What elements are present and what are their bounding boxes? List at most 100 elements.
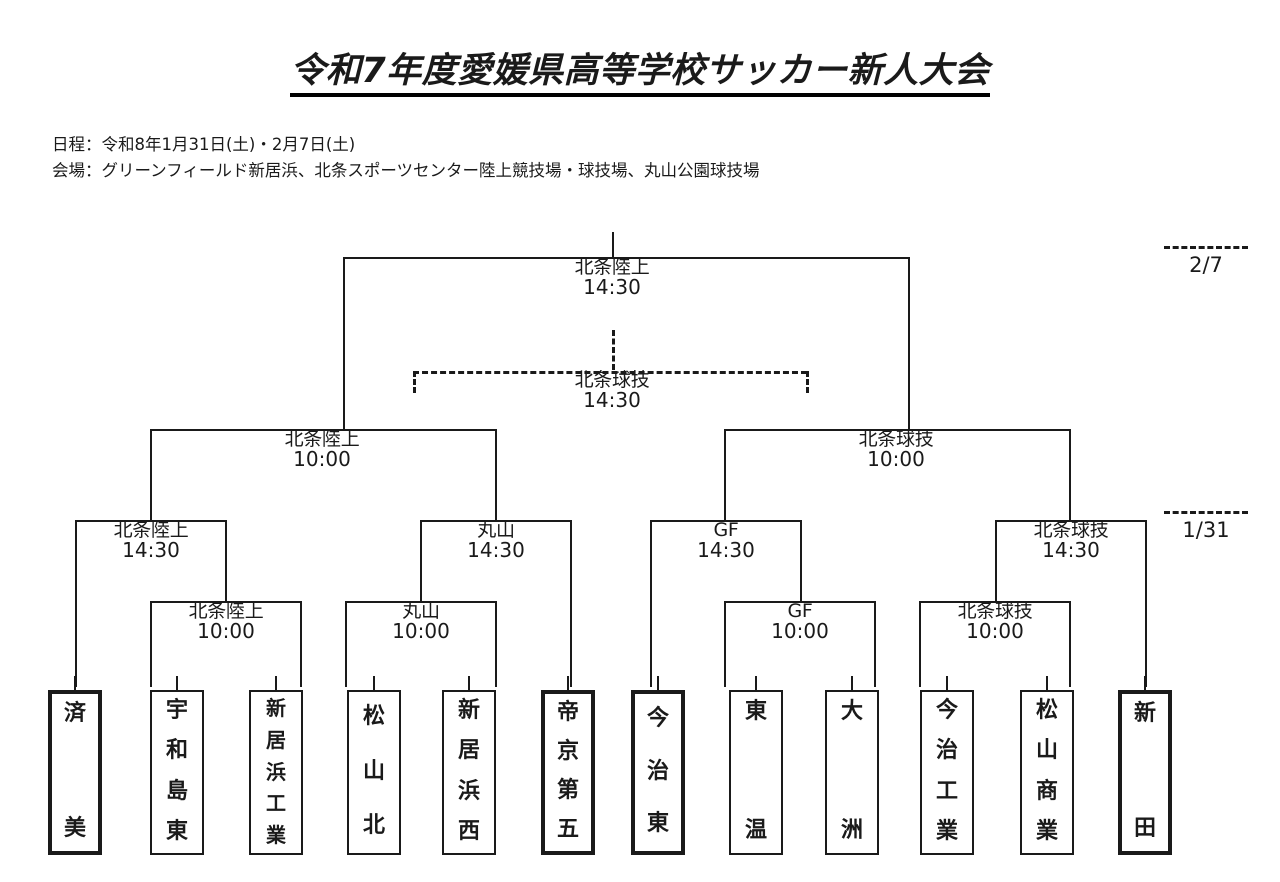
team-box[interactable]: 松山商業 xyxy=(1020,690,1074,855)
team-box[interactable]: 新居浜西 xyxy=(442,690,496,855)
team-name-char: 治 xyxy=(646,758,669,784)
qf1-horizontal-connector xyxy=(75,520,227,522)
match-final-venue: 北条陸上 xyxy=(574,256,650,278)
qf3-rightleg xyxy=(800,520,802,602)
match-r1c: GF 10:00 xyxy=(700,600,900,644)
team-name-char: 山 xyxy=(1035,738,1058,764)
match-qf2-venue: 丸山 xyxy=(477,519,515,541)
match-r1b: 丸山 10:00 xyxy=(321,600,521,644)
r1a-leftleg xyxy=(150,601,152,687)
match-r1b-venue: 丸山 xyxy=(402,600,440,622)
venue-line: 会場：グリーンフィールド新居浜、北条スポーツセンター陸上競技場・球技場、丸山公園… xyxy=(52,161,760,180)
match-qf4: 北条球技 14:30 xyxy=(971,520,1171,563)
team-box[interactable]: 松山北 xyxy=(347,690,401,855)
match-semi-right-time: 10:00 xyxy=(867,447,925,472)
team-box[interactable]: 新田 xyxy=(1118,690,1172,855)
team-name-char: 浜 xyxy=(457,778,480,804)
final-right-leg xyxy=(908,257,910,429)
team-stem xyxy=(1144,676,1146,692)
page-title-text: 令和7年度愛媛県高等学校サッカー新人大会 xyxy=(290,51,990,97)
semi-right-rightleg xyxy=(1069,429,1071,521)
team-box[interactable]: 帝京第五 xyxy=(541,690,595,855)
r1a-horizontal-connector xyxy=(150,601,302,603)
team-name-char: 治 xyxy=(935,738,958,764)
team-name-char: 今 xyxy=(935,698,958,723)
qf4-rightleg xyxy=(1145,520,1147,687)
match-qf1-time: 14:30 xyxy=(122,538,180,563)
qf4-horizontal-connector xyxy=(995,520,1147,522)
match-r1a: 北条陸上 10:00 xyxy=(126,600,326,644)
match-qf3: GF 14:30 xyxy=(626,520,826,563)
team-name-char: 第 xyxy=(556,778,579,803)
team-name-char: 山 xyxy=(362,758,385,784)
team-box[interactable]: 今治工業 xyxy=(920,690,974,855)
match-qf4-time: 14:30 xyxy=(1042,538,1100,563)
match-r1d: 北条球技 10:00 xyxy=(895,600,1095,642)
team-name-char: 北 xyxy=(362,813,385,838)
team-box[interactable]: 東温 xyxy=(729,690,783,855)
team-name-char: 工 xyxy=(266,791,286,816)
team-name-char: 温 xyxy=(744,818,767,843)
match-r1c-venue: GF xyxy=(787,600,813,622)
team-name-char: 業 xyxy=(266,823,286,847)
team-name-char: 美 xyxy=(63,816,86,841)
final-champion-stem xyxy=(612,232,614,258)
semi-right-horizontal-connector xyxy=(724,429,1071,431)
team-stem xyxy=(851,676,853,692)
date-marker-feb7: 2/7 xyxy=(1158,246,1254,277)
date-marker-rule xyxy=(1164,246,1248,249)
team-name-char: 西 xyxy=(457,818,480,844)
match-qf3-time: 14:30 xyxy=(697,538,755,563)
qf1-leftleg xyxy=(75,520,77,687)
team-name-char: 新 xyxy=(266,696,286,720)
team-box[interactable]: 新居浜工業 xyxy=(249,690,303,855)
r1c-leftleg xyxy=(724,601,726,687)
team-box[interactable]: 済美 xyxy=(48,690,102,855)
r1c-horizontal-connector xyxy=(724,601,876,603)
team-stem xyxy=(755,676,757,692)
team-name-char: 居 xyxy=(457,738,480,764)
team-name-char: 東 xyxy=(165,818,188,844)
match-r1c-time: 10:00 xyxy=(771,619,829,644)
match-qf1: 北条陸上 14:30 xyxy=(51,519,251,563)
match-r1a-time: 10:00 xyxy=(197,619,255,644)
team-name-char: 和 xyxy=(165,738,188,764)
team-name-char: 今 xyxy=(646,706,669,731)
match-r1a-venue: 北条陸上 xyxy=(188,600,264,622)
match-qf2-time: 14:30 xyxy=(467,538,525,563)
team-name-char: 業 xyxy=(935,818,958,844)
date-marker-label: 2/7 xyxy=(1189,253,1223,277)
team-stem xyxy=(1046,676,1048,692)
schedule-line: 日程：令和8年1月31日(土)・2月7日(土) xyxy=(52,135,356,154)
team-name-char: 新 xyxy=(457,698,480,723)
team-name-char: 新 xyxy=(1133,701,1156,726)
qf2-rightleg xyxy=(570,520,572,687)
match-qf2: 丸山 14:30 xyxy=(396,519,596,563)
team-name-char: 松 xyxy=(362,704,385,729)
match-r1b-time: 10:00 xyxy=(392,619,450,644)
semi-left-horizontal-connector xyxy=(150,429,497,431)
qf1-rightleg xyxy=(225,520,227,602)
r1b-horizontal-connector xyxy=(345,601,497,603)
team-box[interactable]: 宇和島東 xyxy=(150,690,204,855)
team-stem xyxy=(176,676,178,692)
match-third-place-time: 14:30 xyxy=(583,388,641,413)
team-name-char: 居 xyxy=(266,727,286,752)
r1a-rightleg xyxy=(300,601,302,687)
match-r1d-venue: 北条球技 xyxy=(957,600,1033,622)
team-name-char: 東 xyxy=(744,699,767,724)
team-name-char: 業 xyxy=(1035,818,1058,844)
match-third-place-venue: 北条球技 xyxy=(574,369,650,391)
r1d-rightleg xyxy=(1069,601,1071,687)
match-qf1-venue: 北条陸上 xyxy=(113,519,189,541)
match-semi-right: 北条球技 10:00 xyxy=(796,429,996,472)
team-box[interactable]: 今治東 xyxy=(631,690,685,855)
team-stem xyxy=(74,676,76,692)
qf2-leftleg xyxy=(420,520,422,602)
team-name-char: 済 xyxy=(63,701,86,726)
match-semi-left-time: 10:00 xyxy=(293,447,351,472)
team-stem xyxy=(468,676,470,692)
third-place-right-leg xyxy=(806,371,809,393)
team-box[interactable]: 大洲 xyxy=(825,690,879,855)
